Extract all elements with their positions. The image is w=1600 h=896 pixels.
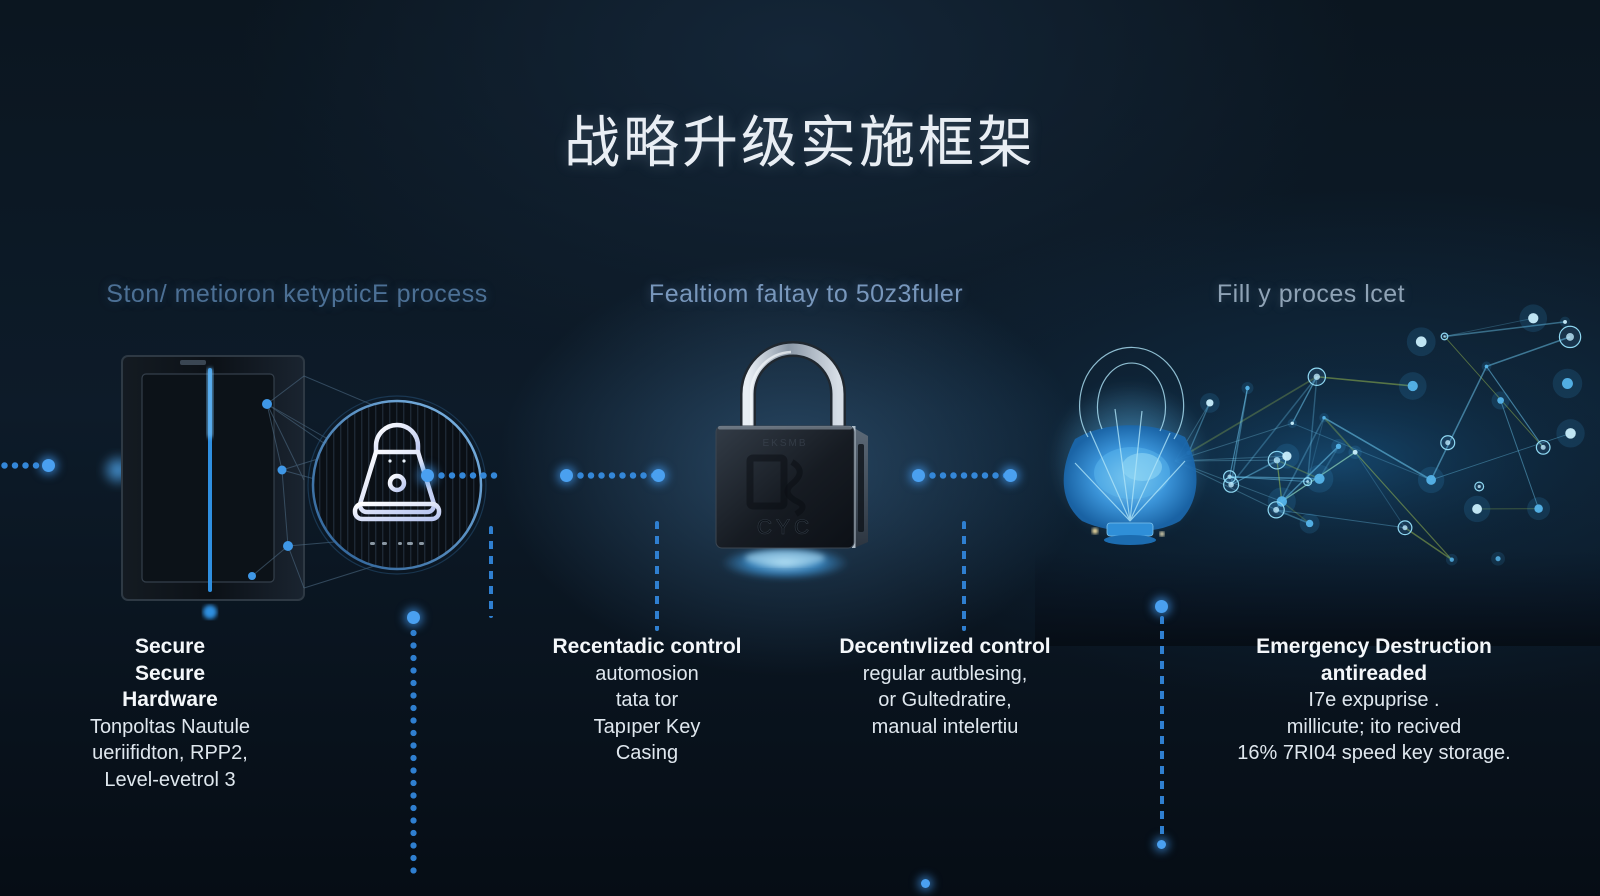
connector-end-dot (652, 469, 665, 482)
connector-end-dot (421, 469, 434, 482)
server-device (121, 355, 305, 619)
network-nodes-and-links (1174, 304, 1585, 566)
secure-hardware-illustration (92, 330, 522, 630)
padlock-svg: EKSMB CYC (715, 341, 868, 580)
vessel-base (1106, 522, 1154, 537)
dotted-connector-a (437, 471, 501, 480)
block-title-line: Secure (134, 661, 206, 685)
block-body-line: I7e expuprise . (1308, 689, 1440, 711)
dashed-drop-a (489, 526, 493, 618)
data-network-illustration (1035, 296, 1600, 646)
section-header-left: Ston/ metioron ketypticE process (106, 280, 488, 308)
block-title-line: Recentadic control (552, 635, 742, 658)
svg-text:CYC: CYC (757, 516, 813, 539)
connector-end-dot (560, 469, 573, 482)
text-block-recentadic-control: Recentadic control automosion tata tor T… (518, 634, 776, 767)
dotted-connector-b (576, 471, 654, 480)
block-title-line: Emergency Destruction (1256, 635, 1492, 658)
block-body-line: tata tor (615, 689, 679, 711)
block-body-line: Tonpoltas Nautule (89, 715, 251, 738)
block-body-line: or Gultedratire, (878, 689, 1012, 711)
padlock-illustration: EKSMB CYC (688, 336, 898, 596)
connector-end-dot (1155, 600, 1168, 613)
block-body-line: 16% 7RI04 speed key storage. (1237, 742, 1511, 764)
block-body-line: manual intelertiu (871, 715, 1019, 738)
block-body-line: Level-evetrol 3 (104, 768, 236, 791)
network-bottom-fade (1035, 551, 1600, 646)
section-header-center: Fealtiom faltay to 50z3fuler (648, 280, 964, 308)
dotted-connector-c (928, 471, 1006, 480)
lock-body: EKSMB CYC (715, 425, 868, 549)
connector-end-dot (912, 469, 925, 482)
block-body-line: automosion (595, 662, 699, 685)
network-svg (1035, 304, 1600, 646)
block-title-line: Secure (134, 635, 206, 658)
section-header-right: Fill y proces lcet (1216, 280, 1406, 308)
dotted-drop-left-long (409, 628, 418, 874)
lock-badge (307, 395, 487, 575)
dashed-drop-c (962, 521, 966, 631)
dashed-drop-right-long (1160, 616, 1164, 838)
lock-outline-icon (352, 422, 442, 522)
lock-shackle (740, 341, 846, 432)
block-body-line: regular autblesing, (862, 662, 1028, 685)
dotted-connector-left-edge (0, 461, 50, 470)
block-body-line: Tapıper Key (593, 715, 701, 738)
stray-dot (921, 879, 930, 888)
page-title: 战略升级实施框架 (564, 110, 1036, 174)
glowing-vessel (1050, 346, 1210, 545)
lock-detail-dots (388, 459, 406, 463)
block-title-line: Hardware (122, 688, 218, 711)
block-title-line: antireaded (1320, 661, 1428, 685)
text-block-emergency-destruction: Emergency Destruction antireaded I7e exp… (1175, 634, 1573, 767)
block-title-line: Decentıvlized control (839, 635, 1051, 658)
lock-engraving: EKSMB (762, 438, 807, 449)
secure-hardware-svg (100, 355, 487, 619)
text-block-decentivlized-control: Decentıvlized control regular autblesing… (806, 634, 1084, 740)
block-body-line: Casing (615, 742, 679, 764)
text-block-secure-hardware: Secure Secure Hardware Tonpoltas Nautule… (30, 634, 310, 793)
connector-end-dot (42, 459, 55, 472)
lock-embossed-glyphs: CYC (746, 454, 813, 539)
vessel-wireframe (1074, 346, 1186, 522)
connector-end-dot (407, 611, 420, 624)
block-body-line: ueriifidton, RPP2, (92, 742, 248, 764)
dashed-drop-b (655, 521, 659, 631)
block-body-line: millicute; ito recived (1286, 715, 1462, 738)
badge-marks (370, 542, 424, 545)
connector-end-dot (1157, 840, 1166, 849)
connector-end-dot (1004, 469, 1017, 482)
